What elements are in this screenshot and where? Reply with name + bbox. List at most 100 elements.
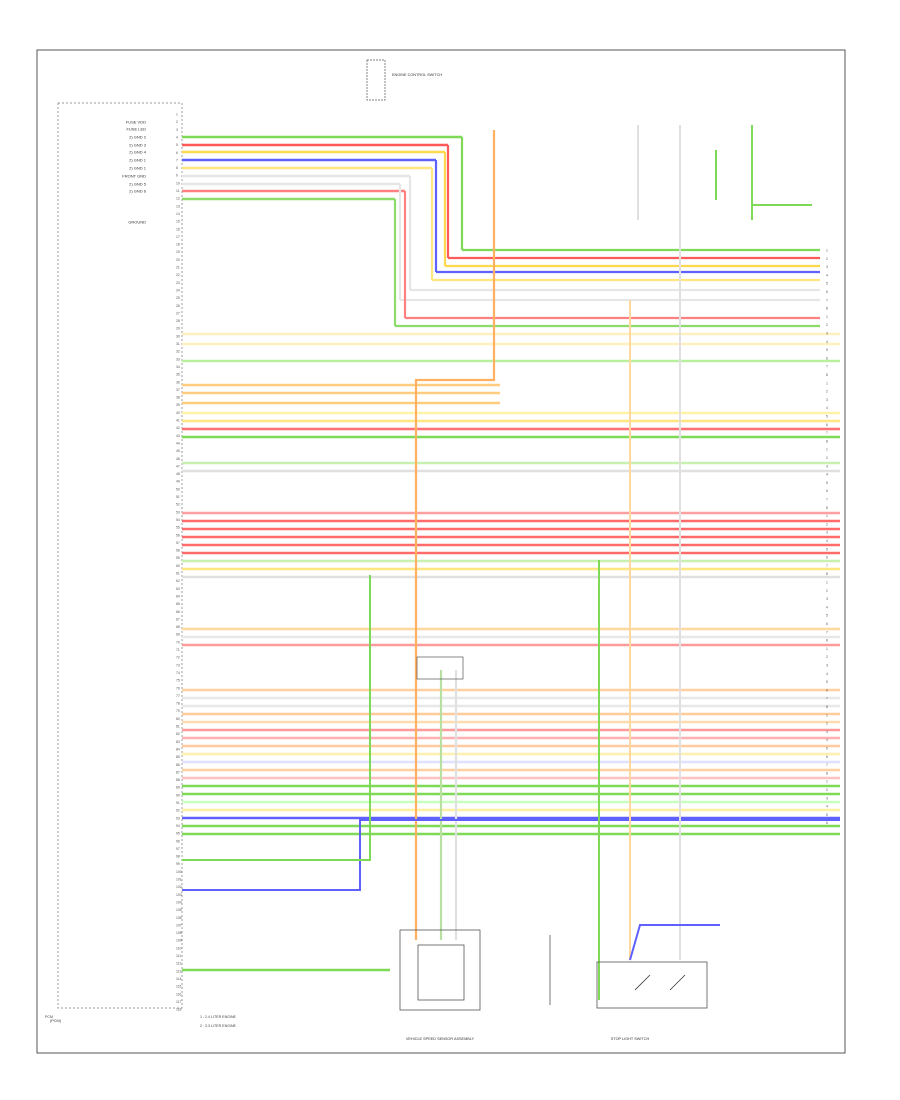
speed-sensor-inner (417, 944, 465, 1001)
terminal-number: 6 (826, 489, 828, 493)
terminal-number: 4 (826, 805, 828, 809)
pin-number: 117 (176, 1000, 182, 1004)
pin-number: 90 (176, 793, 180, 797)
pin-label: 2) GND 5 (129, 182, 147, 187)
terminal-number: 3 (826, 796, 828, 800)
pin-number: 13 (176, 204, 180, 208)
pin-number: 7 (176, 158, 178, 162)
pin-label: 2) GND 3 (129, 143, 147, 148)
stop-light-switch-box (596, 961, 708, 1009)
wire-blue (629, 924, 720, 961)
pin-number: 52 (176, 503, 180, 507)
terminal-number: 8 (826, 307, 828, 311)
pin-number: 19 (176, 250, 180, 254)
pin-number: 11 (176, 189, 180, 193)
pin-number: 102 (176, 885, 182, 889)
speed-sensor-connector (416, 656, 464, 680)
terminal-number: 3 (826, 464, 828, 468)
wire-green (751, 150, 812, 206)
pin-label: FUSE LED (126, 127, 146, 132)
pin-number: 22 (176, 273, 180, 277)
pin-number: 64 (176, 594, 180, 598)
terminal-number: 5 (826, 282, 828, 286)
terminal-number: 4 (826, 273, 828, 277)
pin-number: 109 (176, 939, 182, 943)
terminal-number: 1 (826, 249, 828, 253)
pin-number: 45 (176, 449, 180, 453)
pin-number: 66 (176, 610, 180, 614)
pin-number: 93 (176, 816, 180, 820)
wire-group (182, 125, 840, 1000)
terminal-number: 5 (826, 747, 828, 751)
terminal-number: 4 (826, 738, 828, 742)
terminal-number: 5 (826, 813, 828, 817)
terminal-number: 2 (826, 788, 828, 792)
pin-number: 12 (176, 197, 180, 201)
diagram-frame (36, 49, 846, 1054)
pin-number: 32 (176, 350, 180, 354)
pin-number: 87 (176, 770, 180, 774)
pin-number: 113 (176, 969, 182, 973)
pin-number: 42 (176, 426, 180, 430)
terminal-number: 6 (826, 290, 828, 294)
terminal-number: 2 (826, 390, 828, 394)
pin-number: 23 (176, 281, 180, 285)
pin-number: 24 (176, 288, 180, 292)
terminal-number: 4 (826, 473, 828, 477)
pin-number: 48 (176, 472, 180, 476)
pin-number: 103 (176, 893, 182, 897)
pin-number: 29 (176, 327, 180, 331)
pin-number: 51 (176, 495, 180, 499)
terminal-number: 5 (826, 680, 828, 684)
pin-number: 67 (176, 617, 180, 621)
terminal-number: 7 (826, 763, 828, 767)
pin-number: 34 (176, 365, 180, 369)
pin-number: 95 (176, 832, 180, 836)
wire-blue (182, 819, 840, 891)
pin-number: 97 (176, 847, 180, 851)
legend-line-1: 1 : 2.4 LITER ENGINE (200, 1015, 237, 1019)
engine-switch-box (366, 59, 386, 101)
pin-number: 14 (176, 212, 180, 216)
terminal-number: 7 (826, 431, 828, 435)
pin-number: 49 (176, 480, 180, 484)
pin-number: 41 (176, 419, 180, 423)
pin-number: 84 (176, 747, 180, 751)
ecm-label: (PCM) (50, 1019, 62, 1023)
pin-number: 85 (176, 755, 180, 759)
terminal-number: 7 (826, 365, 828, 369)
pin-number: 94 (176, 824, 180, 828)
pin-label: 2) GND 4 (129, 150, 147, 155)
terminal-number: 7 (826, 697, 828, 701)
pin-number: 83 (176, 740, 180, 744)
pin-number: 31 (176, 342, 180, 346)
legend-line-2: 2 : 3.3 LITER ENGINE (200, 1024, 237, 1028)
pin-number: 99 (176, 862, 180, 866)
terminal-number: 1 (826, 713, 828, 717)
ecm-box (57, 102, 183, 1009)
pin-number: 108 (176, 931, 182, 935)
pin-number: 69 (176, 633, 180, 637)
pin-number: 16 (176, 227, 180, 231)
switch-contact (634, 974, 651, 991)
terminal-number: 4 (826, 605, 828, 609)
pin-number: 91 (176, 801, 180, 805)
pin-number: 111 (176, 954, 181, 958)
pin-number: 27 (176, 311, 180, 315)
terminal-number: 2 (826, 257, 828, 261)
pin-number: 35 (176, 373, 180, 377)
pin-number: 79 (176, 709, 180, 713)
pin-number: 53 (176, 510, 180, 514)
pin-number: 88 (176, 778, 180, 782)
terminal-number: 2 (826, 655, 828, 659)
pin-label: FRONT GND (122, 174, 146, 179)
pin-number: 17 (176, 235, 180, 239)
pin-number: 75 (176, 679, 180, 683)
terminal-number: 1 (826, 780, 828, 784)
pin-number: 36 (176, 380, 180, 384)
pin-number: 98 (176, 855, 180, 859)
pin-label: 2) GND 6 (129, 189, 147, 194)
terminal-number: 6 (826, 356, 828, 360)
